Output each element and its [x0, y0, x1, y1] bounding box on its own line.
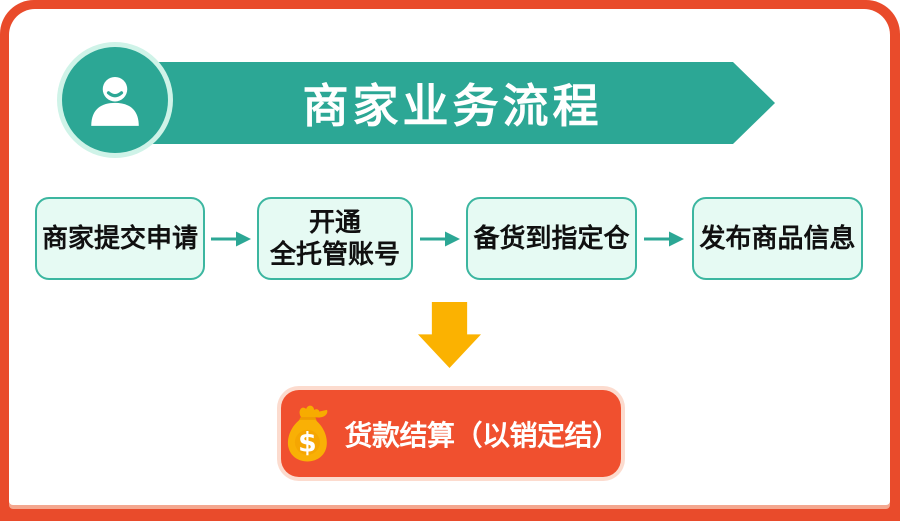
- user-icon: [91, 76, 139, 126]
- step-label-line1: 开通: [308, 206, 361, 237]
- avatar: [57, 42, 173, 158]
- flow-step-stock-warehouse: 备货到指定仓: [466, 197, 637, 280]
- avatar-circle: [62, 47, 168, 153]
- step-label: 备货到指定仓: [473, 222, 630, 253]
- title-banner: 商家业务流程: [112, 62, 775, 144]
- money-bag-icon: $: [288, 405, 328, 461]
- step-label-line2: 全托管账号: [269, 238, 400, 269]
- flow-step-publish-product: 发布商品信息: [692, 197, 863, 280]
- arrow-right-icon: [420, 231, 460, 247]
- arrow-right-icon: [644, 231, 684, 247]
- settlement-label: 货款结算（以销定结）: [344, 419, 620, 451]
- page-title: 商家业务流程: [302, 80, 603, 132]
- step-label: 发布商品信息: [699, 222, 856, 253]
- flow-step-open-account: 开通 全托管账号: [257, 197, 413, 280]
- step-label: 商家提交申请: [41, 222, 198, 253]
- svg-text:$: $: [299, 427, 318, 458]
- settlement-button: $ 货款结算（以销定结）: [281, 390, 621, 477]
- arrow-right-icon: [211, 231, 251, 247]
- flow-step-submit-application: 商家提交申请: [35, 197, 205, 280]
